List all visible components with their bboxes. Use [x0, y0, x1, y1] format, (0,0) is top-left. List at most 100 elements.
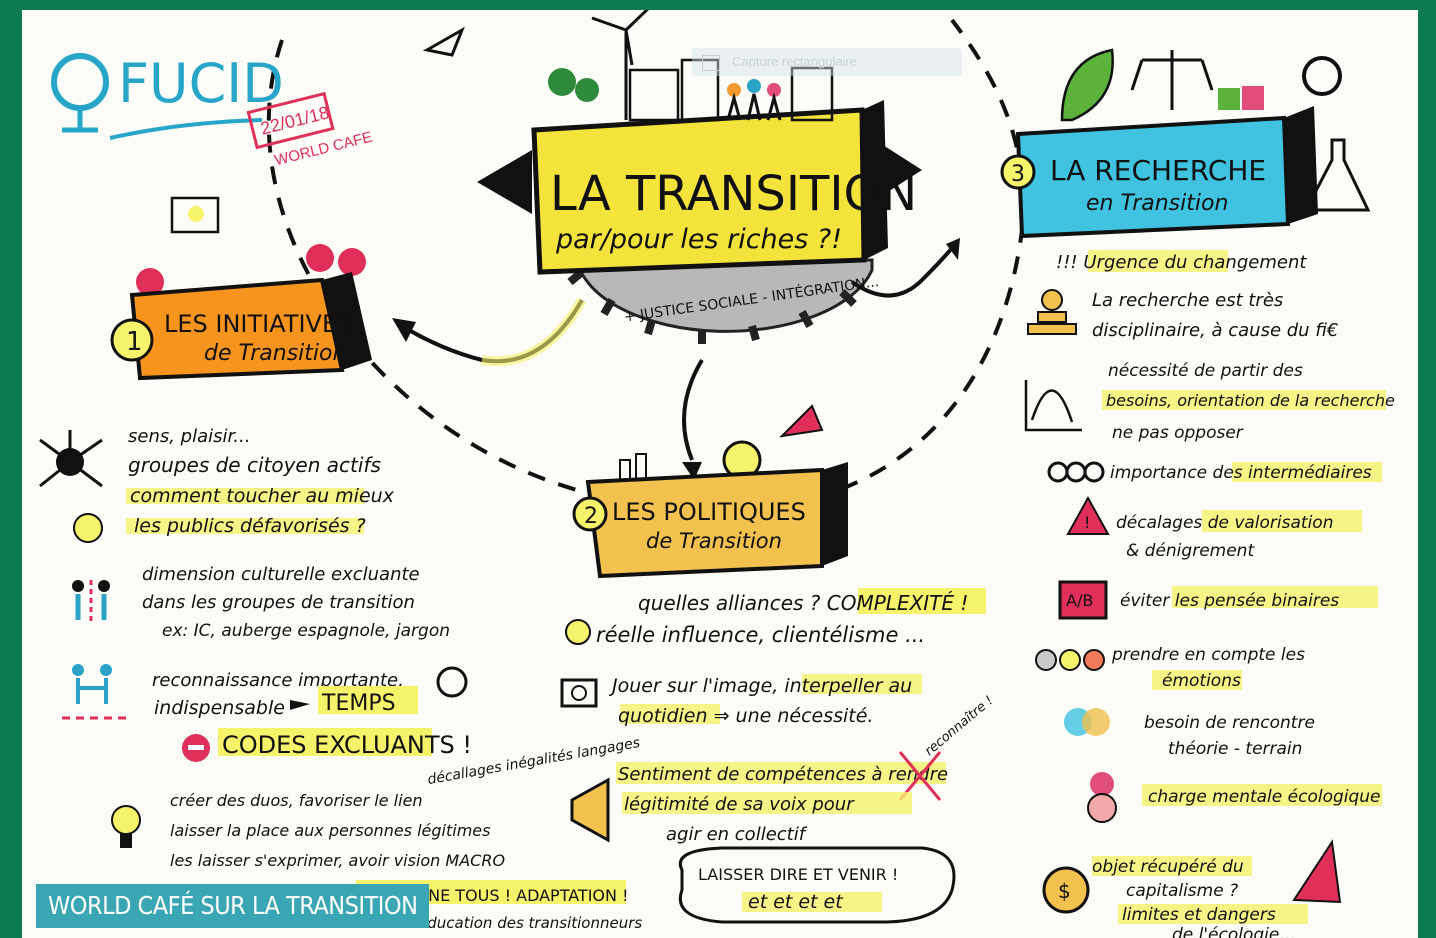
- s2-note: LAISSER DIRE ET VENIR !: [698, 865, 898, 884]
- section-3-header: 3 LA RECHERCHE en Transition: [1000, 48, 1371, 239]
- paper-plane-icon: [422, 26, 465, 57]
- s3-note: prendre en compte les: [1111, 645, 1305, 665]
- s1-note: laisser la place aux personnes légitimes: [170, 821, 490, 840]
- camera-icon: [560, 678, 598, 708]
- s1-temps: TEMPS: [321, 691, 396, 716]
- lightbulb-bubble-icon: [170, 196, 220, 234]
- brain-icon: [1087, 772, 1117, 823]
- s1-codes: CODES EXCLUANTS !: [222, 731, 472, 759]
- s1-note: dimension culturelle excluante: [142, 564, 420, 585]
- s1-note: sens, plaisir...: [128, 426, 250, 447]
- s3-note: nécessité de partir des: [1108, 361, 1303, 381]
- s1-note: indispensable: [154, 697, 285, 719]
- s3-note: limites et dangers: [1122, 905, 1276, 925]
- capture-hint-text: Capture rectangulaire: [732, 54, 858, 69]
- s3-note: émotions: [1162, 671, 1241, 691]
- section-2-title: LES POLITIQUES: [612, 498, 806, 526]
- svg-text:!: !: [1084, 513, 1090, 532]
- ab-tv-icon: [1058, 580, 1108, 620]
- chart-icon: [1024, 380, 1082, 432]
- s2-note: Sentiment de compétences à rendre: [618, 764, 948, 785]
- screenshot-icon: [702, 55, 720, 71]
- speech-bubble: [678, 846, 956, 924]
- section-1-subtitle: de Transition: [204, 341, 346, 366]
- yellow-arrow-right: [850, 246, 954, 298]
- magnifier-icon: [1302, 56, 1342, 96]
- left-arrow-icon: [477, 150, 532, 214]
- s2-note: Jouer sur l'image, interpeller au: [608, 675, 912, 697]
- s3-note: théorie - terrain: [1168, 739, 1302, 759]
- leaf-icon: [1060, 48, 1114, 122]
- s2-note: réelle influence, clientélisme ...: [596, 623, 925, 647]
- section-2-subtitle: de Transition: [646, 529, 782, 553]
- section-2-header: 2 LES POLITIQUES de Transition: [572, 404, 848, 579]
- section-2-num: 2: [584, 504, 598, 529]
- s1-note: créer des duos, favoriser le lien: [170, 791, 423, 810]
- s3-note: objet récupéré du: [1092, 857, 1244, 877]
- question-icon: [565, 619, 591, 645]
- section-1-notes: sens, plaisir... groupes de citoyen acti…: [39, 426, 642, 932]
- ab-text: A/B: [1066, 591, 1093, 610]
- s3-note: capitalisme ?: [1126, 881, 1238, 901]
- yellow-arrow-down: [682, 358, 704, 461]
- money-bag-icon: $: [1042, 866, 1090, 914]
- s3-note: de l'écologie...: [1172, 925, 1296, 938]
- s1-note: reconnaissance importante,: [152, 670, 404, 691]
- s2-note: légitimité de sa voix pour: [624, 794, 855, 815]
- s1-note: les publics défavorisés ?: [134, 515, 366, 537]
- s3-note: importance des intermédiaires: [1110, 463, 1372, 483]
- s3-note: éviter les pensée binaires: [1120, 591, 1339, 611]
- capture-hint-overlay: Capture rectangulaire: [692, 48, 962, 76]
- center-subtitle: par/pour les riches ?!: [555, 224, 842, 255]
- scales-icon: [1130, 50, 1214, 110]
- s3-note: disciplinaire, à cause du fi€: [1092, 320, 1338, 341]
- whiteboard: FUCID 22/01/18 WORLD CAFE + JUSTICE SOCI…: [22, 10, 1418, 938]
- event-text: WORLD CAFE: [273, 129, 374, 170]
- s1-note: comment toucher au mieux: [130, 485, 395, 507]
- s1-note: dans les groupes de transition: [142, 592, 415, 613]
- s3-note: charge mentale écologique: [1148, 787, 1381, 807]
- center-block: + JUSTICE SOCIALE - INTÉGRATION... LA TR…: [477, 10, 922, 344]
- s1-note: éducation des transitionneurs: [418, 914, 642, 932]
- tree-icon: [548, 68, 576, 96]
- s3-note: besoin de rencontre: [1144, 713, 1315, 733]
- section-2-notes: quelles alliances ? COMPLEXITÉ ! réelle …: [560, 588, 996, 924]
- people-split-icon: [72, 580, 110, 624]
- s1-note: les laisser s'exprimer, avoir vision MAC…: [170, 851, 505, 870]
- s2-note: quelles alliances ? COMPLEXITÉ !: [638, 591, 968, 615]
- svg-text:$: $: [1058, 879, 1071, 903]
- megaphone-icon: [570, 777, 610, 843]
- image-caption: WORLD CAFÉ SUR LA TRANSITION: [36, 884, 430, 928]
- emotions-icon: [1035, 649, 1105, 671]
- s3-note: ne pas opposer: [1112, 423, 1244, 443]
- people-handshake-icon: [62, 664, 132, 720]
- coins-icon: [619, 459, 631, 481]
- s1-note: ex: IC, auberge espagnole, jargon: [162, 621, 450, 641]
- map-pin-icon: [306, 244, 334, 272]
- s3-note: besoins, orientation de la recherche: [1106, 391, 1395, 410]
- section-3-notes: !!! Urgence du changement La recherche e…: [1024, 250, 1395, 938]
- s3-note: La recherche est très: [1092, 290, 1283, 311]
- fucid-logo: FUCID: [51, 52, 284, 140]
- s1-note: groupes de citoyen actifs: [128, 453, 381, 477]
- puzzle-icon: [1218, 88, 1240, 110]
- venn-icon: [1064, 708, 1110, 736]
- brand-text: FUCID: [118, 52, 284, 115]
- s3-note: !!! Urgence du changement: [1056, 252, 1307, 273]
- section-3-subtitle: en Transition: [1086, 191, 1228, 216]
- question-icon: [73, 513, 103, 543]
- s3-note: décalages de valorisation: [1116, 513, 1333, 533]
- gear-icon: [575, 258, 874, 333]
- chain-icon: [1047, 461, 1105, 483]
- stacked-coins-icon: [1027, 289, 1077, 335]
- alarm-clock-icon: [436, 666, 468, 698]
- s2-note: et et et et: [748, 891, 844, 913]
- lightbulb-icon: [111, 805, 141, 848]
- section-1-title: LES INITIATIVES: [164, 310, 352, 338]
- rocket-icon: [779, 404, 824, 438]
- s2-note-small: reconnaître !: [922, 693, 996, 759]
- s2-note: quotidien ⇒ une nécessité.: [618, 705, 873, 727]
- warning-icon: [1292, 839, 1342, 904]
- section-3-title: LA RECHERCHE: [1050, 154, 1266, 187]
- section-1-header: 1 LES INITIATIVES de Transition: [110, 196, 372, 381]
